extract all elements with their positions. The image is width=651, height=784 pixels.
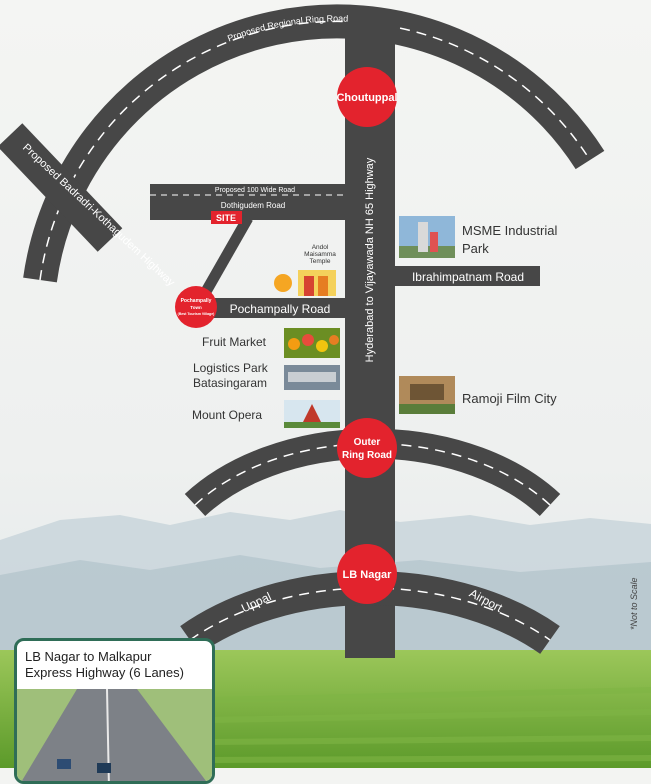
mount-opera-image — [284, 400, 340, 428]
dothigudem-label: Dothigudem Road — [221, 201, 285, 210]
choutuppal-marker: Choutuppal — [336, 67, 398, 127]
andol-label-line3: Temple — [309, 258, 331, 265]
fruit-market-label: Fruit Market — [202, 335, 267, 349]
mount-opera-label: Mount Opera — [192, 408, 263, 422]
express-highway-card: LB Nagar to Malkapur Express Highway (6 … — [14, 638, 215, 784]
field-rows — [209, 687, 651, 763]
logistics-park-image — [284, 365, 340, 390]
logistics-label-line1: Logistics Park — [193, 361, 268, 375]
pochampally-road-label: Pochampally Road — [230, 302, 331, 316]
outer-ring-label-1: Outer — [354, 437, 381, 448]
msme-label: MSME Industrial Park — [462, 222, 557, 258]
choutuppal-label: Choutuppal — [336, 92, 397, 104]
not-to-scale-note: *Not to Scale — [629, 577, 639, 630]
andol-temple-image — [274, 270, 336, 296]
ramoji-image — [399, 376, 455, 414]
site-label: SITE — [216, 213, 236, 223]
andol-label: Andol Maisamma Temple — [300, 244, 340, 265]
pochampally-label-2: Town — [190, 305, 202, 310]
andol-label-line2: Maisamma — [304, 251, 336, 258]
ibrahimpatnam-label: Ibrahimpatnam Road — [412, 270, 524, 284]
express-title-line1: LB Nagar to Malkapur — [25, 649, 152, 664]
wide-road-label: Proposed 100 Wide Road — [215, 187, 295, 194]
fruit-market-image — [284, 328, 340, 358]
andol-label-line1: Andol — [311, 244, 329, 251]
msme-label-line2: Park — [462, 241, 489, 256]
lb-nagar-label: LB Nagar — [343, 569, 393, 581]
pochampally-label-1: Pochampally — [181, 298, 212, 304]
express-highway-photo — [17, 689, 212, 781]
msme-park-image — [399, 216, 455, 258]
regional-ring-road — [23, 4, 605, 283]
badradri-highway — [0, 123, 123, 252]
route-map: Proposed Regional Ring Road Proposed Bad… — [0, 0, 651, 768]
express-title-line2: Express Highway (6 Lanes) — [25, 665, 184, 680]
pochampally-marker: Pochampally Town (Best Tourism Village) — [175, 286, 217, 328]
logistics-label: Logistics Park Batasingaram — [193, 361, 268, 391]
ramoji-label: Ramoji Film City — [462, 391, 557, 406]
nh65-label: Hyderabad to Vijayawada NH 65 Highway — [364, 157, 376, 362]
lb-nagar-marker: LB Nagar — [337, 544, 397, 604]
site-badge: SITE — [211, 211, 242, 224]
site-connector-road — [195, 215, 253, 305]
outer-ring-marker: Outer Ring Road — [337, 418, 397, 478]
outer-ring-label-2: Ring Road — [342, 450, 392, 461]
logistics-label-line2: Batasingaram — [193, 376, 268, 390]
express-title: LB Nagar to Malkapur Express Highway (6 … — [25, 649, 205, 681]
pochampally-label-3: (Best Tourism Village) — [178, 312, 215, 316]
msme-label-line1: MSME Industrial — [462, 223, 558, 238]
